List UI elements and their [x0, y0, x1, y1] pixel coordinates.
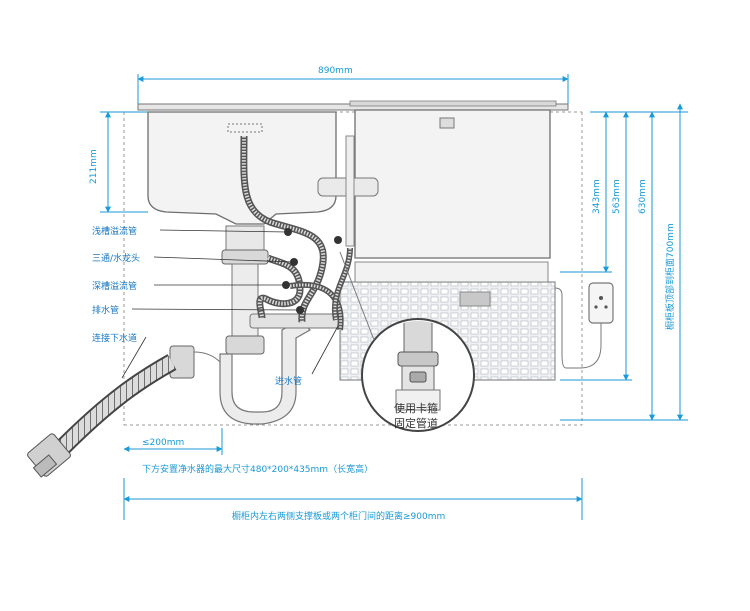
dim-label-700: 橱柜板顶部到柜面700mm	[664, 223, 676, 330]
label-inlet-pipe: 进水管	[275, 375, 302, 387]
label-deep-overflow: 深槽溢流管	[92, 280, 137, 292]
callout-line-1: 使用卡箍	[394, 401, 438, 415]
dim-label-left-gap: ≤200mm	[142, 438, 184, 448]
countertop	[137, 100, 569, 111]
dim-sink-depth	[100, 111, 148, 213]
power-socket	[554, 282, 614, 369]
cabinet-outline	[123, 111, 583, 426]
sewer-hose	[27, 354, 177, 478]
dim-label-343: 343mm	[592, 179, 602, 214]
purifier-size-note: 下方安置净水器的最大尺寸480*200*435mm（长宽高）	[142, 463, 373, 475]
dim-left-gap	[123, 428, 223, 455]
dim-label-563: 563mm	[612, 179, 622, 214]
label-drain-pipe: 排水管	[92, 304, 119, 316]
dim-verticals	[560, 103, 688, 421]
callout-line-2: 固定管道	[394, 416, 438, 430]
dim-label-cabinet-width: 橱柜内左右两侧支撑板或两个柜门间的距离≥900mm	[232, 510, 445, 522]
dim-label-sink-depth: 211mm	[89, 149, 99, 184]
dim-top-width	[137, 74, 569, 104]
leader-lines	[121, 229, 339, 379]
magnify-callout	[339, 251, 475, 432]
corrugated-hoses	[240, 135, 353, 331]
water-purifier	[317, 109, 551, 259]
dim-cabinet-width	[123, 478, 583, 520]
label-shallow-overflow: 浅槽溢流管	[92, 225, 137, 237]
label-tee-faucet: 三通/水龙头	[92, 252, 140, 264]
label-sewer: 连接下水道	[92, 332, 137, 344]
dim-label-top-width: 890mm	[318, 66, 353, 76]
dim-label-630: 630mm	[638, 179, 648, 214]
drain-assembly	[169, 225, 341, 425]
